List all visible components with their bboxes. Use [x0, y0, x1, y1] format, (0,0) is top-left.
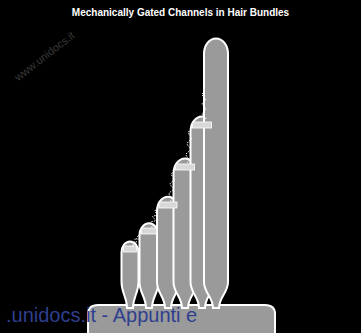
channel — [124, 246, 137, 252]
watermark: www.unidocs.it — [12, 29, 77, 83]
channel — [159, 202, 177, 208]
channel — [176, 164, 195, 170]
stereocilium — [140, 223, 159, 308]
tip-link — [151, 210, 158, 227]
watermark: .unidocs.it - Appunti e — [6, 304, 197, 327]
channel — [193, 122, 212, 128]
channel — [142, 228, 157, 234]
title: Mechanically Gated Channels in Hair Bund… — [0, 7, 361, 18]
stereocilium — [204, 38, 228, 308]
tip-link — [202, 92, 206, 121]
tip-link — [186, 130, 191, 163]
stereocilium — [122, 241, 139, 308]
tip-link — [169, 172, 174, 201]
tip-link — [132, 235, 140, 245]
